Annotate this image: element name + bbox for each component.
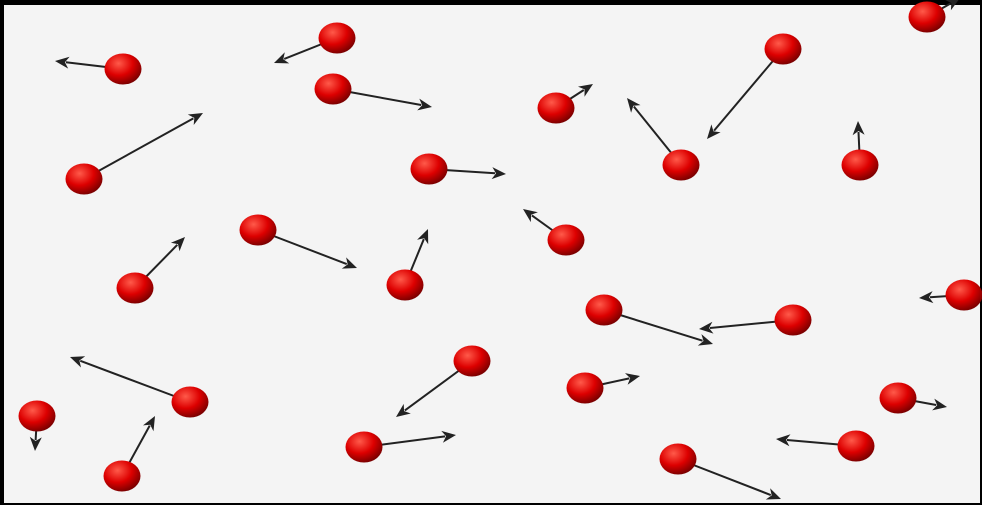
arrow-head: [852, 121, 865, 136]
particle-sphere-icon: [239, 214, 277, 246]
velocity-arrow-icon: [83, 113, 203, 180]
arrow-head: [491, 167, 506, 180]
arrow-shaft: [713, 48, 784, 132]
particle-sphere-icon: [386, 269, 424, 301]
particles: [18, 1, 982, 492]
particle-sphere-icon: [410, 153, 448, 185]
particle-sphere-icon: [171, 386, 209, 418]
particle-sphere-icon: [837, 430, 875, 462]
particle-sphere-icon: [879, 382, 917, 414]
arrow-shaft: [79, 359, 191, 403]
arrow-head: [932, 398, 947, 411]
arrow-head: [341, 257, 357, 269]
arrow-head: [765, 488, 781, 500]
velocity-arrow-icon: [707, 48, 784, 139]
particle-sphere-icon: [566, 372, 604, 404]
arrow-head: [417, 98, 432, 111]
arrow-head: [417, 229, 429, 245]
arrow-head: [699, 321, 714, 334]
particle-sphere-icon: [659, 443, 697, 475]
particle-sphere-icon: [314, 73, 352, 105]
particle-sphere-icon: [65, 163, 103, 195]
particle-sphere-icon: [18, 400, 56, 432]
particle-sphere-icon: [537, 92, 575, 124]
velocity-arrow-icon: [70, 356, 191, 403]
particle-sphere-icon: [116, 272, 154, 304]
particle-sphere-icon: [345, 431, 383, 463]
particle-sphere-icon: [103, 460, 141, 492]
particle-sphere-icon: [764, 33, 802, 65]
arrow-head: [29, 436, 42, 451]
arrow-head: [55, 56, 70, 69]
arrow-head: [187, 113, 203, 125]
arrow-head: [707, 124, 721, 139]
particle-sphere-icon: [945, 279, 982, 311]
particle-sphere-icon: [662, 149, 700, 181]
arrow-head: [396, 403, 411, 417]
arrow-head: [143, 416, 155, 432]
arrow-shaft: [83, 117, 194, 180]
arrow-head: [441, 430, 456, 443]
arrow-head: [170, 237, 185, 252]
particle-sphere-icon: [841, 149, 879, 181]
particle-sphere-icon: [774, 304, 812, 336]
arrow-head: [274, 52, 290, 64]
arrow-head: [523, 209, 538, 223]
arrow-head: [919, 291, 934, 304]
arrow-head: [70, 356, 86, 368]
arrow-head: [627, 98, 641, 113]
particle-sphere-icon: [908, 1, 946, 33]
particle-sphere-icon: [104, 53, 142, 85]
particle-sphere-icon: [318, 22, 356, 54]
arrow-head: [776, 434, 791, 447]
particle-sphere-icon: [453, 345, 491, 377]
arrow-head: [945, 0, 959, 11]
arrow-head: [578, 84, 593, 97]
arrow-head: [625, 373, 640, 385]
background: [4, 5, 980, 503]
particle-sphere-icon: [585, 294, 623, 326]
arrow-head: [697, 334, 713, 346]
particle-sphere-icon: [547, 224, 585, 256]
